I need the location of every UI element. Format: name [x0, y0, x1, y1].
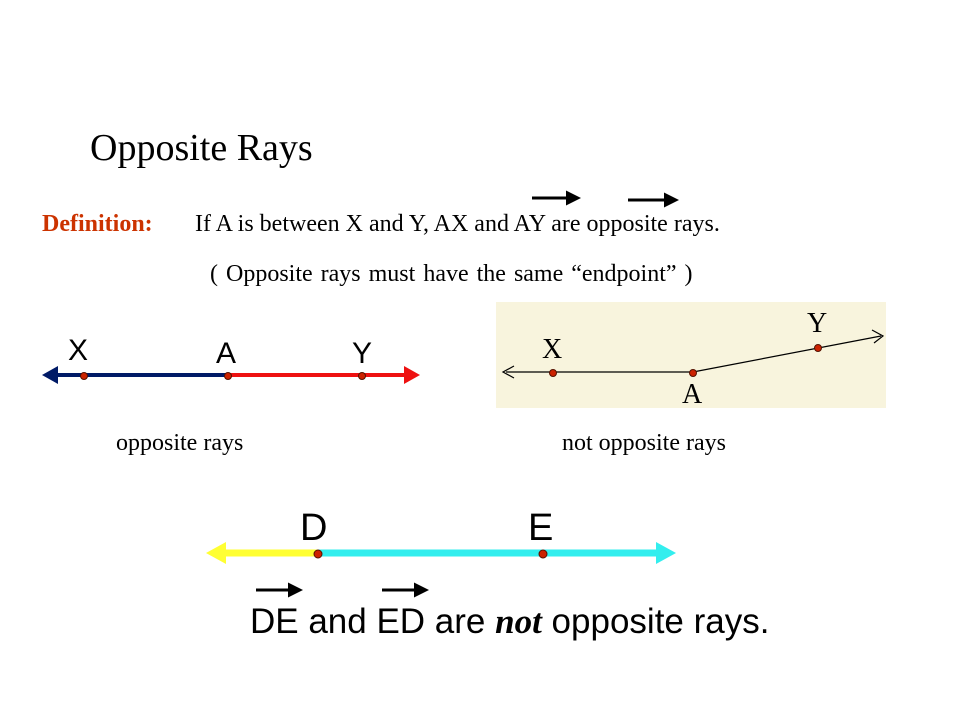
bottom-figure: D E — [206, 507, 676, 598]
ray-ay-right — [692, 335, 882, 373]
point-a-right — [689, 369, 697, 377]
label-x: X — [68, 334, 88, 367]
label-e: E — [528, 507, 553, 549]
label-a-right: A — [682, 379, 703, 410]
statement-part2: opposite rays. — [541, 602, 770, 641]
point-e — [538, 549, 548, 559]
bottom-statement: DE and ED are not opposite rays. — [250, 600, 769, 644]
label-y-right: Y — [807, 308, 827, 339]
not-opposite-rays-figure: X A Y — [496, 302, 886, 410]
label-x-right: X — [542, 334, 562, 365]
arrowhead-left-icon — [42, 366, 58, 384]
opposite-rays-figure: X A Y — [42, 334, 420, 384]
arrowhead-cyan-icon — [656, 542, 676, 564]
arrowhead-yellow-icon — [206, 542, 226, 564]
statement-emphasis: not — [495, 602, 542, 641]
caption-opposite-rays: opposite rays — [116, 430, 244, 456]
caption-not-opposite-rays: not opposite rays — [562, 430, 726, 456]
point-y — [358, 372, 366, 380]
arrowhead-open-left-icon — [501, 365, 515, 379]
figure-background — [496, 302, 886, 408]
arrowhead-open-right-icon — [871, 329, 885, 344]
point-x — [80, 372, 88, 380]
label-d: D — [300, 507, 327, 549]
page-title: Opposite Rays — [90, 127, 313, 169]
definition-note: ( Opposite rays must have the same “endp… — [210, 261, 693, 287]
definition-text: If A is between X and Y, AX and AY are o… — [195, 211, 720, 237]
label-a: A — [216, 337, 236, 370]
statement-part1: DE and ED are — [250, 602, 496, 641]
definition-label: Definition: — [42, 211, 153, 237]
point-a — [224, 372, 232, 380]
point-y-right — [814, 344, 822, 352]
point-x-right — [549, 369, 557, 377]
arrowhead-right-icon — [404, 366, 420, 384]
label-y: Y — [352, 337, 372, 370]
point-d — [313, 549, 323, 559]
